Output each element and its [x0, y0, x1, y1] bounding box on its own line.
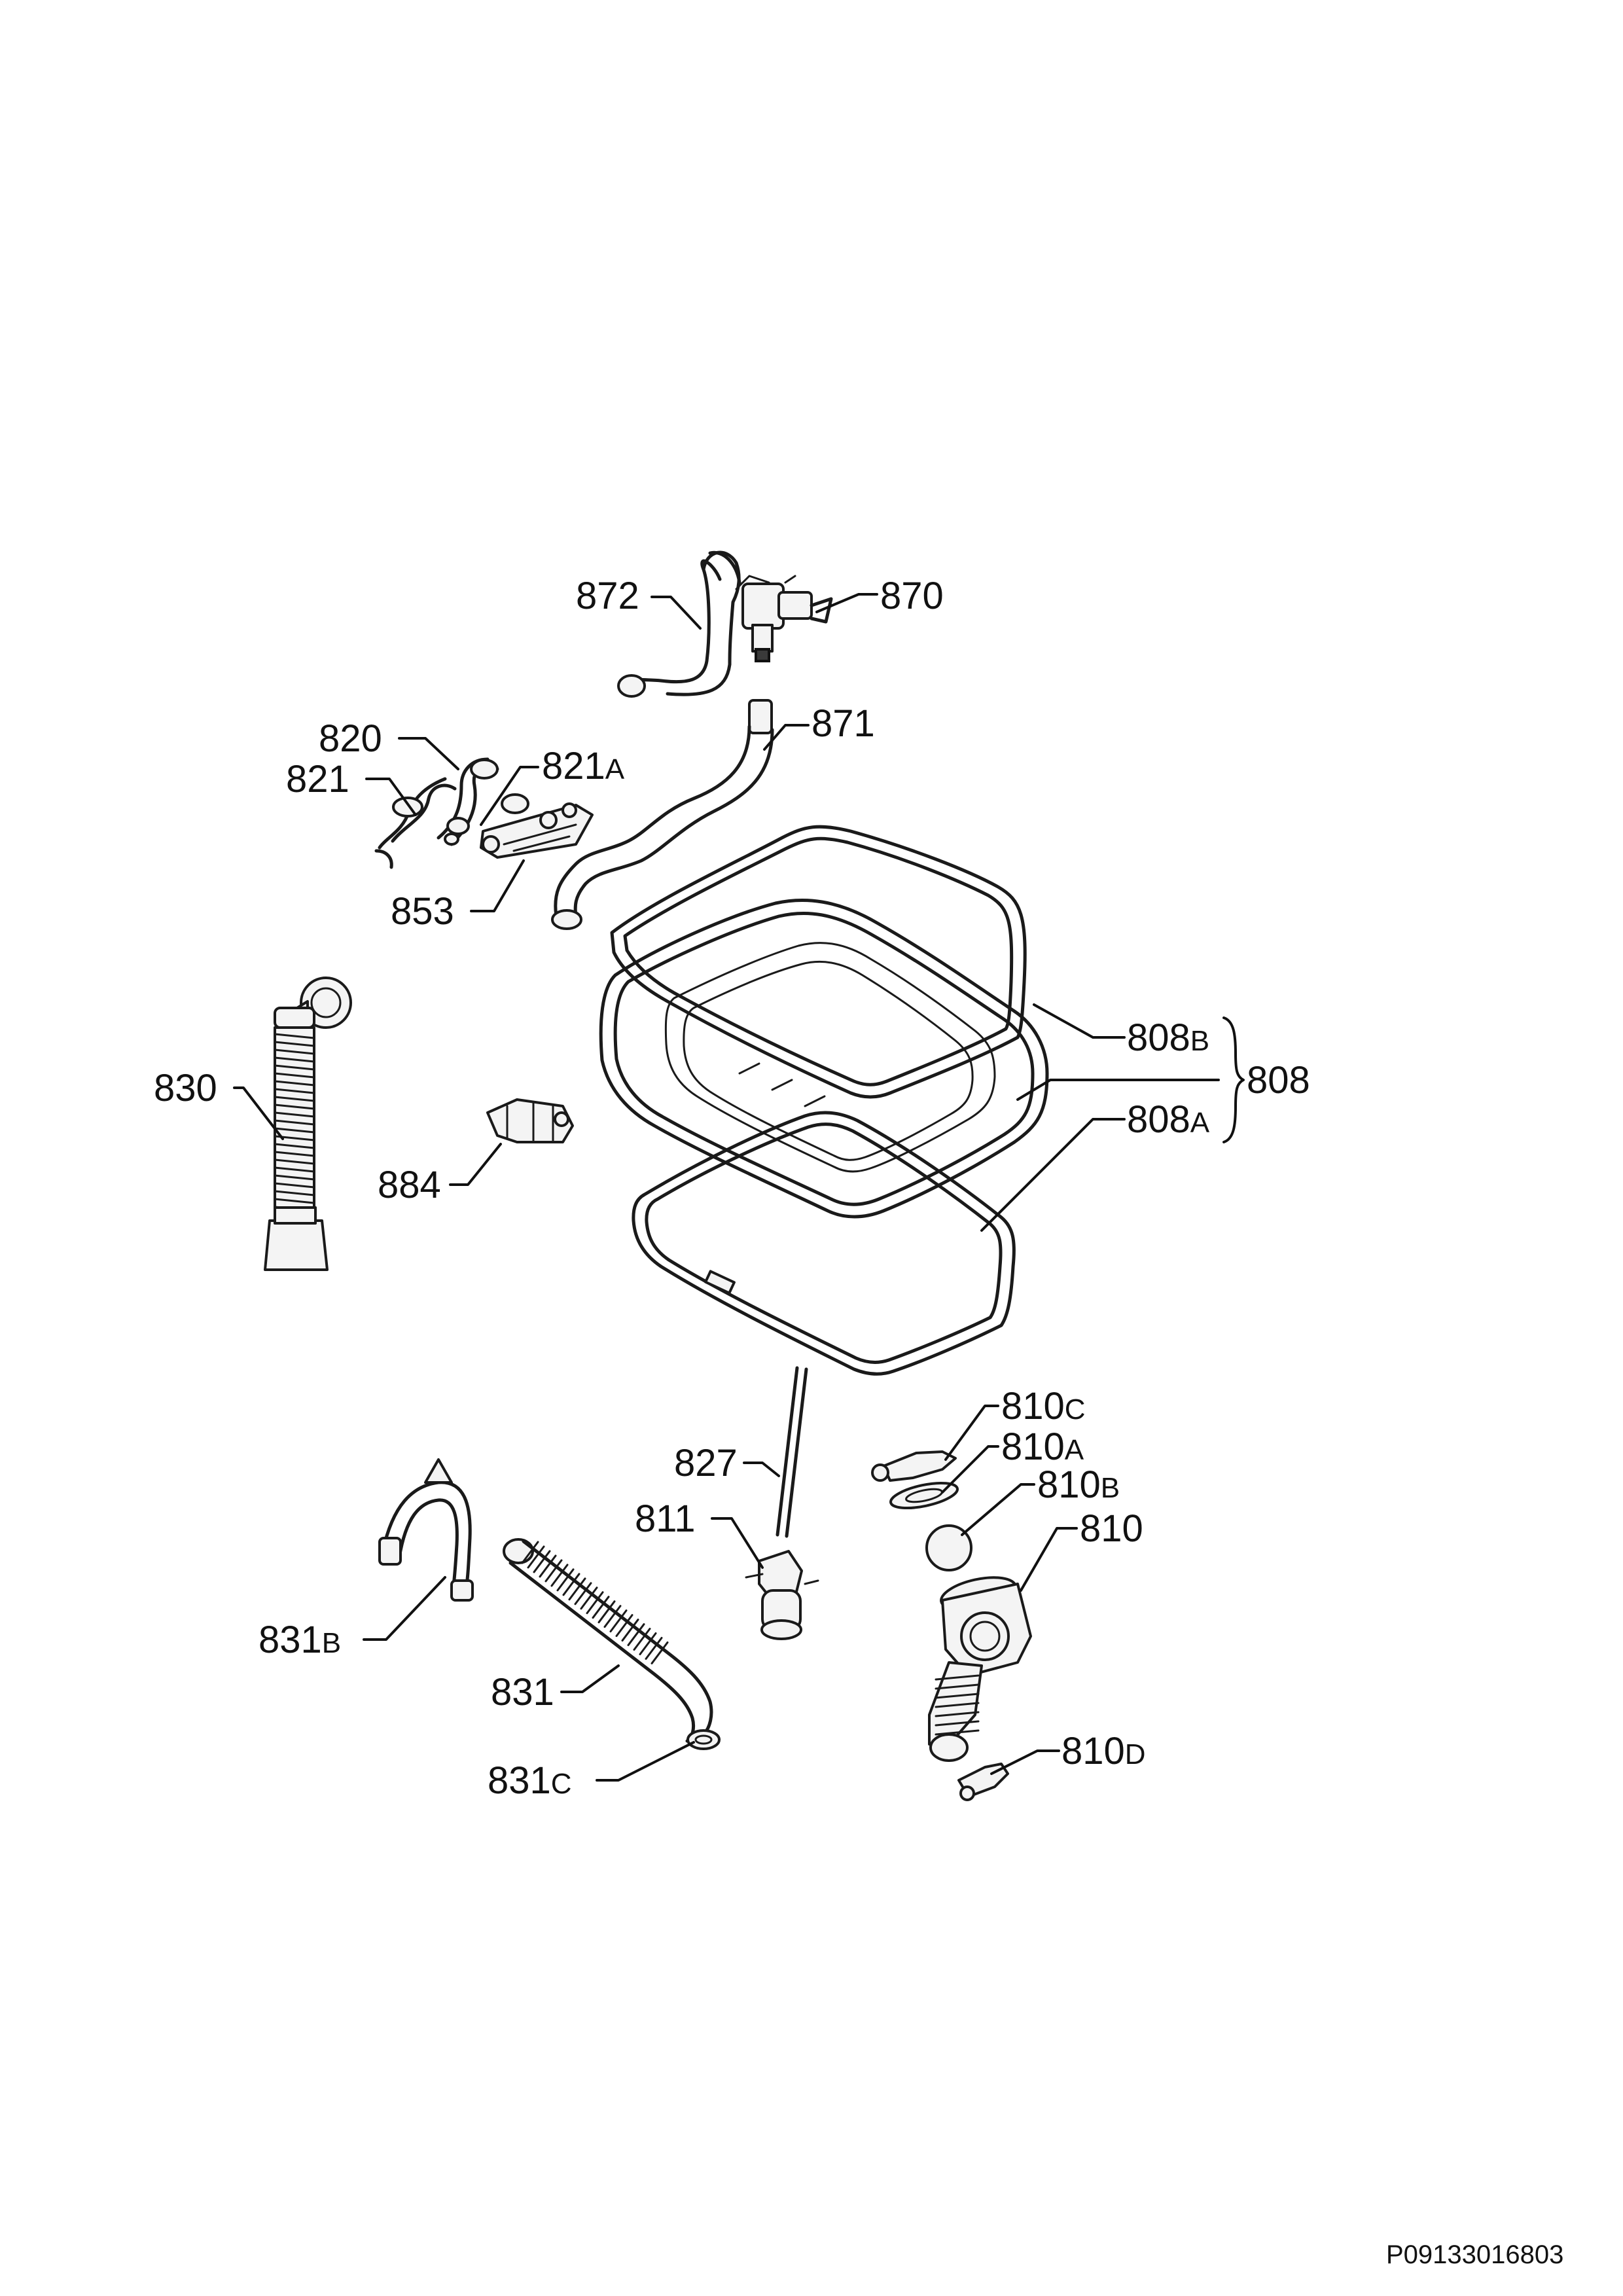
document-code: P09133016803: [1386, 2240, 1563, 2269]
label-821a: 821A: [542, 745, 625, 787]
corrugation-line: [274, 1088, 315, 1094]
hose-hook-831b: [378, 1458, 474, 1602]
hoses-820-821: [374, 757, 499, 869]
part-labels: 872 870 871 820 821 821A 853 830 884 808…: [154, 575, 1310, 1802]
gasket-808a: [632, 1111, 1016, 1376]
seal-810a: [889, 1481, 959, 1510]
corrugation-line: [597, 1600, 616, 1624]
frame-808: [599, 898, 1049, 1219]
corrugation-line: [274, 1190, 315, 1196]
corrugation-line: [274, 1174, 315, 1181]
corrugation-line: [274, 1064, 315, 1071]
corrugation-line: [533, 1550, 551, 1573]
label-871: 871: [812, 702, 875, 745]
corrugation-line: [274, 1143, 315, 1149]
corrugation-line: [274, 1182, 315, 1189]
label-820: 820: [319, 717, 382, 760]
leader-lines: [233, 593, 1245, 1782]
corrugation-line: [574, 1582, 592, 1605]
corrugation-line: [274, 1049, 315, 1055]
label-831b: 831B: [259, 1619, 341, 1661]
label-853: 853: [391, 890, 454, 933]
corrugation-line: [609, 1609, 628, 1633]
label-821: 821: [286, 758, 349, 800]
clip-884: [486, 1098, 574, 1143]
hose-872: [617, 550, 741, 698]
corrugation-line: [603, 1605, 622, 1628]
label-810a: 810A: [1001, 1426, 1084, 1468]
drain-hose-830: [264, 977, 352, 1271]
corrugation-line: [274, 1119, 315, 1126]
corrugation-line: [935, 1702, 980, 1708]
label-808b: 808B: [1127, 1016, 1209, 1059]
corrugation-line: [274, 1158, 315, 1165]
ball-810b: [925, 1524, 972, 1571]
corrugation-line: [651, 1641, 669, 1664]
corrugation-line: [568, 1577, 586, 1601]
corrugation-line: [627, 1623, 645, 1647]
bracket-853: [480, 802, 594, 859]
corrugation-line: [274, 1041, 315, 1047]
corrugation-line: [633, 1628, 651, 1651]
ring-808b: [610, 825, 1027, 1099]
label-884: 884: [378, 1164, 441, 1206]
corrugation-line: [527, 1545, 545, 1569]
sump-810: [928, 1576, 1032, 1762]
corrugation-line: [274, 1127, 315, 1134]
corrugation-line: [274, 1096, 315, 1102]
corrugation-line: [274, 1151, 315, 1157]
corrugation-line: [544, 1559, 563, 1583]
chamber-811: [745, 1550, 819, 1640]
corrugation-line: [639, 1632, 657, 1655]
label-808a: 808A: [1127, 1098, 1210, 1141]
corrugation-line: [580, 1587, 598, 1610]
corrugation-line: [274, 1103, 315, 1110]
corrugation-line: [274, 1072, 315, 1079]
label-870: 870: [880, 575, 944, 617]
clamp-831c: [687, 1729, 721, 1750]
corrugation-line: [935, 1720, 980, 1727]
label-872: 872: [576, 575, 639, 617]
inlet-valve-870: [735, 575, 833, 662]
corrugation-line: [935, 1683, 980, 1690]
corrugation-line: [645, 1636, 663, 1660]
label-831c: 831C: [488, 1759, 572, 1802]
corrugation-line: [274, 1033, 315, 1039]
clip-810c: [871, 1450, 957, 1482]
corrugation-line: [274, 1056, 315, 1063]
label-827: 827: [674, 1442, 738, 1484]
corrugation-line: [274, 1166, 315, 1173]
corrugation-line: [274, 1080, 315, 1086]
corrugation-line: [550, 1564, 569, 1587]
corrugation-line: [274, 1198, 315, 1204]
corrugation-line: [592, 1596, 610, 1619]
corrugation-line: [521, 1541, 539, 1564]
corrugation-line: [935, 1711, 980, 1717]
label-810c: 810C: [1001, 1385, 1086, 1427]
label-811: 811: [635, 1498, 695, 1540]
corrugation-line: [274, 1111, 315, 1118]
caps-821a: [444, 793, 529, 846]
corrugation-line: [556, 1568, 575, 1592]
corrugation-line: [935, 1674, 980, 1681]
corrugation-line: [935, 1693, 980, 1699]
label-810d: 810D: [1061, 1730, 1146, 1772]
corrugation-line: [621, 1619, 639, 1642]
corrugation-line: [615, 1614, 633, 1638]
hose-871: [551, 699, 774, 930]
corrugation-line: [586, 1591, 604, 1615]
label-831: 831: [491, 1671, 554, 1713]
label-810: 810: [1080, 1507, 1143, 1550]
label-810b: 810B: [1037, 1463, 1120, 1506]
label-830: 830: [154, 1067, 217, 1109]
label-808: 808: [1247, 1059, 1310, 1102]
corrugation-line: [539, 1554, 557, 1578]
rod-827: [776, 1366, 808, 1538]
corrugation-line: [562, 1573, 580, 1596]
